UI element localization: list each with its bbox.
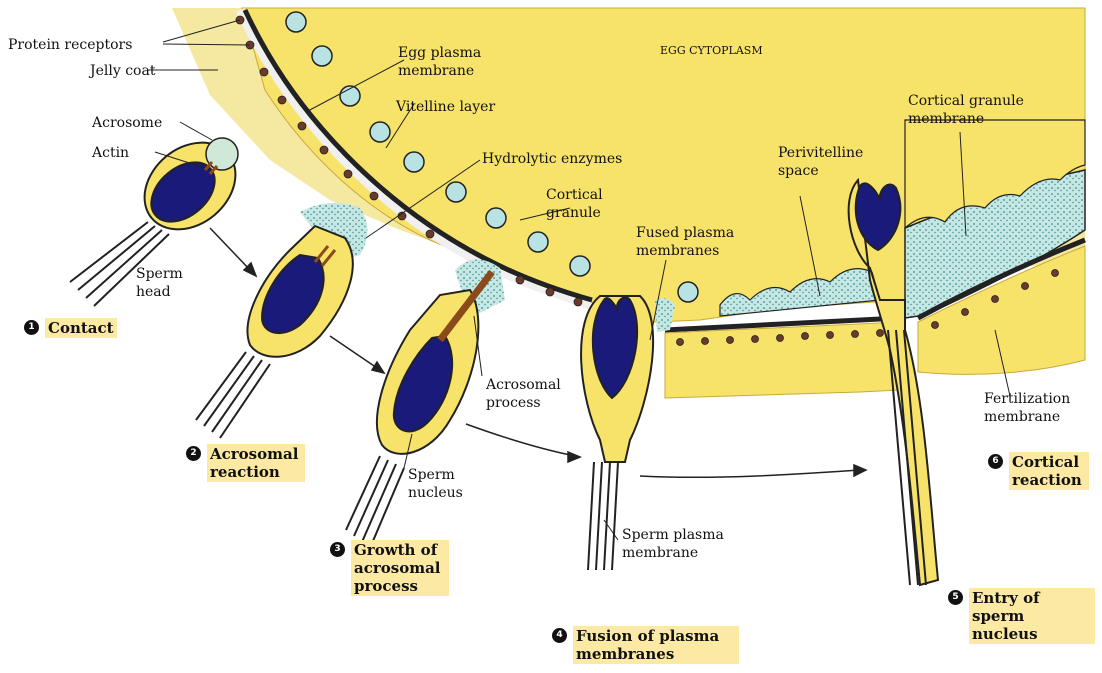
egg-plasma-membrane-label: Egg plasma membrane <box>398 44 528 80</box>
protein-receptors-label: Protein receptors <box>8 36 132 54</box>
step-number: 2 <box>186 446 201 461</box>
acrosomal-process-label: Acrosomal process <box>486 376 566 412</box>
step-number: 4 <box>552 628 567 643</box>
step-label: Contact <box>45 318 117 338</box>
step-number: 3 <box>330 542 345 557</box>
step-contact: 1 Contact <box>24 318 117 338</box>
step-label: Fusion of plasma membranes <box>573 626 739 664</box>
sperm-head-label: Sperm head <box>136 265 188 301</box>
sperm-nucleus-label: Sperm nucleus <box>408 466 478 502</box>
sperm-plasma-membrane-label: Sperm plasma membrane <box>622 526 742 562</box>
step-fusion-plasma-membranes: 4 Fusion of plasma membranes <box>552 626 739 664</box>
fusion-contents <box>655 298 675 332</box>
sperm-3 <box>346 272 492 548</box>
acrosome-label: Acrosome <box>92 114 162 132</box>
perivitelline-space-label: Perivitelline space <box>778 144 878 180</box>
egg-cytoplasm-lower <box>665 322 900 398</box>
fertilization-membrane-label: Fertilization membrane <box>984 390 1094 426</box>
egg-cytoplasm-label: EGG CYTOPLASM <box>660 42 763 60</box>
step-number: 5 <box>948 590 963 605</box>
jelly-coat-label: Jelly coat <box>90 62 155 80</box>
step-cortical-reaction: 6 Cortical reaction <box>988 452 1089 490</box>
vitelline-layer-label: Vitelline layer <box>396 98 495 116</box>
cortical-granule-label: Cortical granule <box>546 186 626 222</box>
hydrolytic-enzymes-label: Hydrolytic enzymes <box>482 150 622 168</box>
step-label: Growth of acrosomal process <box>351 540 449 596</box>
sperm-2 <box>196 226 353 438</box>
step-acrosomal-reaction: 2 Acrosomal reaction <box>186 444 305 482</box>
step-growth-acrosomal-process: 3 Growth of acrosomal process <box>330 540 449 596</box>
step-number: 1 <box>24 320 39 335</box>
step-label: Cortical reaction <box>1009 452 1089 490</box>
step-entry-sperm-nucleus: 5 Entry of sperm nucleus <box>948 588 1095 644</box>
step-label: Entry of sperm nucleus <box>969 588 1095 644</box>
actin-label: Actin <box>92 144 129 162</box>
fused-plasma-membranes-label: Fused plasma membranes <box>636 224 746 260</box>
step-number: 6 <box>988 454 1003 469</box>
step-label: Acrosomal reaction <box>207 444 305 482</box>
cortical-granule-membrane-label: Cortical granule membrane <box>908 92 1058 128</box>
